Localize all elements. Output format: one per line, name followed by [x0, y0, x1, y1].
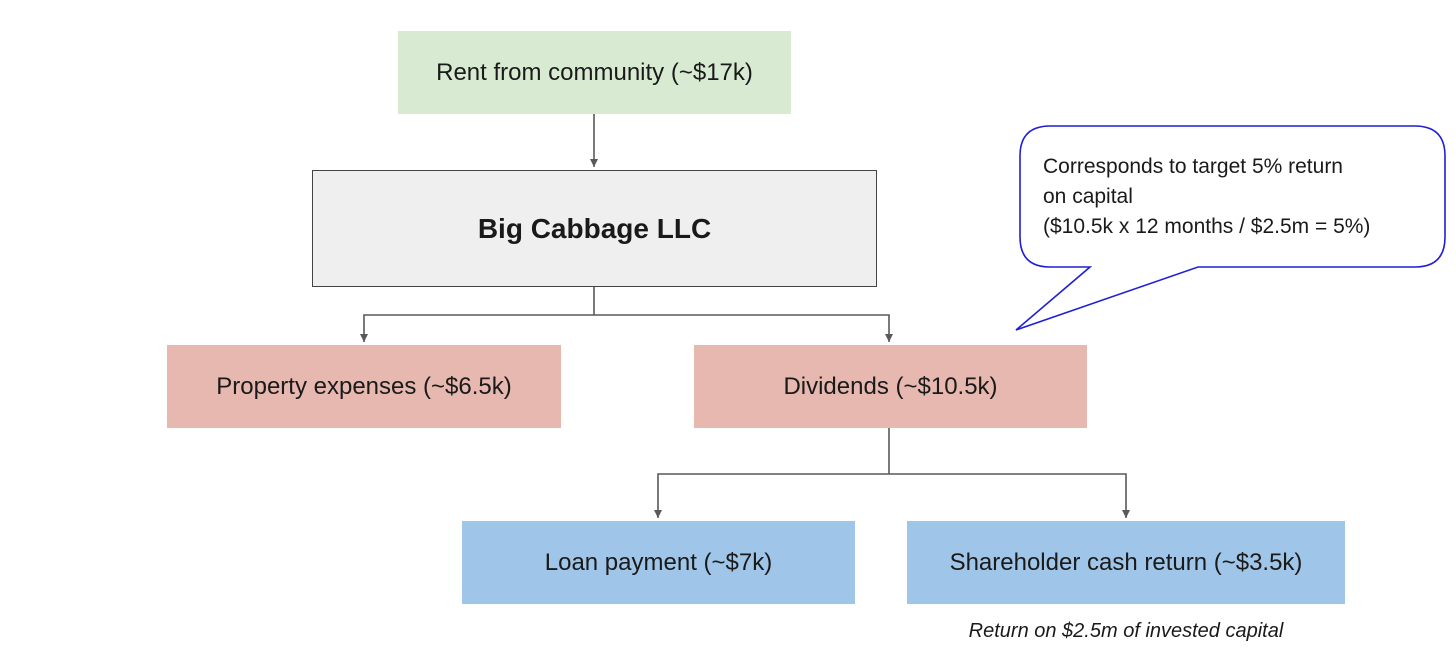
- loan-payment-label: Loan payment (~$7k): [544, 548, 773, 576]
- arrow-dividends-to-loan: [654, 473, 889, 518]
- company-label: Big Cabbage LLC: [477, 212, 712, 244]
- callout-bubble: [1015, 125, 1446, 331]
- company-node: Big Cabbage LLC: [312, 170, 877, 287]
- rent-income-label: Rent from community (~$17k): [436, 58, 753, 86]
- arrow-dividends-to-shareholder-return: [889, 473, 1130, 518]
- shareholder-return-node: Shareholder cash return (~$3.5k): [907, 521, 1345, 604]
- callout-line: ($10.5k x 12 months / $2.5m = 5%): [1043, 215, 1371, 238]
- capital-note: Return on $2.5m of invested capital: [968, 620, 1284, 642]
- arrow-company-to-dividends: [594, 314, 893, 342]
- dividends-node: Dividends (~$10.5k): [694, 345, 1087, 428]
- loan-payment-node: Loan payment (~$7k): [462, 521, 855, 604]
- property-expenses-label: Property expenses (~$6.5k): [216, 372, 512, 400]
- shareholder-return-label: Shareholder cash return (~$3.5k): [949, 548, 1303, 576]
- dividends-label: Dividends (~$10.5k): [783, 372, 998, 400]
- property-expenses-node: Property expenses (~$6.5k): [167, 345, 561, 428]
- callout-line: on capital: [1043, 185, 1133, 208]
- callout-line: Corresponds to target 5% return: [1043, 155, 1343, 178]
- callout-text: Corresponds to target 5% return on capit…: [1043, 152, 1438, 242]
- rent-income-node: Rent from community (~$17k): [398, 31, 791, 114]
- arrow-company-to-expenses: [360, 314, 594, 342]
